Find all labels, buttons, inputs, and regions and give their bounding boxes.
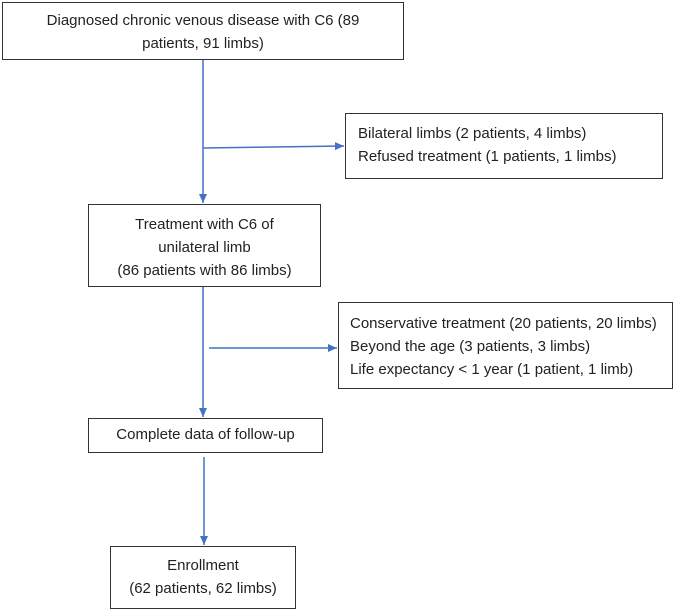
node-enrollment-line-2: (62 patients, 62 limbs) [129, 580, 277, 597]
node-exclusion-2-line-2: Beyond the age (3 patients, 3 limbs) [350, 338, 591, 355]
node-exclusion-2-line-1: Conservative treatment (20 patients, 20 … [350, 315, 657, 332]
node-treatment-line-3: (86 patients with 86 limbs) [117, 262, 292, 279]
arrow-to-exclusion-1 [202, 142, 345, 151]
node-complete: Complete data of follow-up [88, 418, 323, 453]
node-diagnosed: Diagnosed chronic venous disease with C6… [2, 2, 404, 60]
node-treatment-line-1: Treatment with C6 of [135, 216, 274, 233]
node-exclusion-2-line-3: Life expectancy < 1 year (1 patient, 1 l… [350, 361, 634, 378]
node-diagnosed-line-1: Diagnosed chronic venous disease with C6… [46, 12, 360, 29]
node-exclusion-1: Bilateral limbs (2 patients, 4 limbs) Re… [345, 113, 663, 179]
node-exclusion-2: Conservative treatment (20 patients, 20 … [338, 302, 673, 389]
node-exclusion-1-line-2: Refused treatment (1 patients, 1 limbs) [358, 148, 617, 165]
node-diagnosed-line-2: patients, 91 limbs) [142, 35, 264, 52]
node-treatment: Treatment with C6 of unilateral limb (86… [88, 204, 321, 287]
node-exclusion-1-line-1: Bilateral limbs (2 patients, 4 limbs) [358, 125, 587, 142]
node-enrollment: Enrollment (62 patients, 62 limbs) [110, 546, 296, 609]
node-treatment-line-2: unilateral limb [158, 239, 251, 256]
node-enrollment-line-1: Enrollment [167, 557, 239, 574]
node-complete-line-1: Complete data of follow-up [116, 426, 295, 443]
